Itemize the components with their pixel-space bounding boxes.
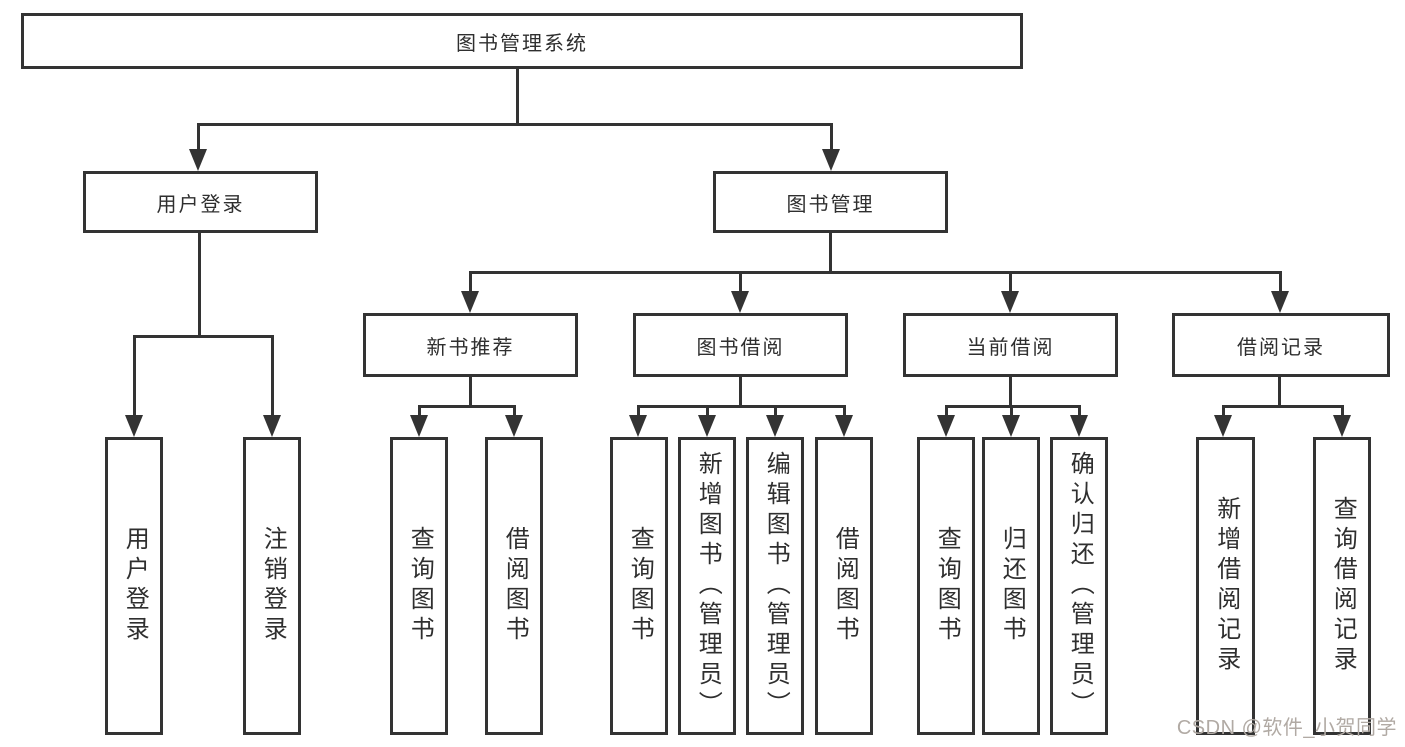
connector-arrow-down bbox=[505, 405, 523, 437]
node-borrowing-records: 借阅记录 bbox=[1172, 313, 1390, 377]
connector-arrow-down bbox=[835, 405, 853, 437]
connector-hline bbox=[469, 271, 1281, 274]
node-book-management: 图书管理 bbox=[713, 171, 948, 233]
connector-hline bbox=[197, 123, 832, 126]
leaf-edit-books-admin: 编辑图书（管理员） bbox=[746, 437, 804, 735]
connector-arrow-down bbox=[731, 271, 749, 313]
connector-arrow-down bbox=[189, 123, 207, 171]
connector-hline bbox=[133, 335, 274, 338]
connector-vline bbox=[739, 377, 742, 408]
connector-hline bbox=[945, 405, 1081, 408]
connector-arrow-down bbox=[1070, 405, 1088, 437]
leaf-add-books-admin: 新增图书（管理员） bbox=[678, 437, 736, 735]
connector-arrow-down bbox=[629, 405, 647, 437]
connector-vline bbox=[1278, 377, 1281, 408]
connector-arrow-down bbox=[822, 123, 840, 171]
connector-hline bbox=[637, 405, 846, 408]
connector-vline bbox=[516, 69, 519, 126]
node-current-borrowing: 当前借阅 bbox=[903, 313, 1118, 377]
connector-arrow-down bbox=[125, 335, 143, 437]
leaf-query-books-borrowing: 查询图书 bbox=[610, 437, 668, 735]
node-book-borrowing: 图书借阅 bbox=[633, 313, 848, 377]
leaf-query-books-current: 查询图书 bbox=[917, 437, 975, 735]
leaf-query-borrow-record: 查询借阅记录 bbox=[1313, 437, 1371, 735]
connector-arrow-down bbox=[461, 271, 479, 313]
leaf-add-borrow-record: 新增借阅记录 bbox=[1196, 437, 1255, 735]
node-user-login: 用户登录 bbox=[83, 171, 318, 233]
leaf-return-books: 归还图书 bbox=[982, 437, 1040, 735]
connector-arrow-down bbox=[1214, 405, 1232, 437]
leaf-confirm-return-admin: 确认归还（管理员） bbox=[1050, 437, 1108, 735]
node-new-book-recommend: 新书推荐 bbox=[363, 313, 578, 377]
connector-arrow-down bbox=[1271, 271, 1289, 313]
connector-arrow-down bbox=[410, 405, 428, 437]
connector-vline bbox=[198, 233, 201, 338]
connector-arrow-down bbox=[698, 405, 716, 437]
connector-arrow-down bbox=[263, 335, 281, 437]
leaf-query-books-recommend: 查询图书 bbox=[390, 437, 448, 735]
connector-arrow-down bbox=[766, 405, 784, 437]
connector-arrow-down bbox=[1001, 271, 1019, 313]
connector-hline bbox=[1222, 405, 1343, 408]
csdn-watermark: CSDN @软件_小贺同学 bbox=[1176, 717, 1397, 739]
leaf-borrow-books-borrowing: 借阅图书 bbox=[815, 437, 873, 735]
leaf-logout: 注销登录 bbox=[243, 437, 301, 735]
connector-arrow-down bbox=[1333, 405, 1351, 437]
connector-arrow-down bbox=[1002, 405, 1020, 437]
leaf-user-login: 用户登录 bbox=[105, 437, 163, 735]
connector-vline bbox=[829, 233, 832, 274]
connector-hline bbox=[418, 405, 516, 408]
connector-vline bbox=[469, 377, 472, 408]
root-node-book-management-system: 图书管理系统 bbox=[21, 13, 1023, 69]
connector-vline bbox=[1009, 377, 1012, 408]
leaf-borrow-books-recommend: 借阅图书 bbox=[485, 437, 543, 735]
connector-arrow-down bbox=[937, 405, 955, 437]
